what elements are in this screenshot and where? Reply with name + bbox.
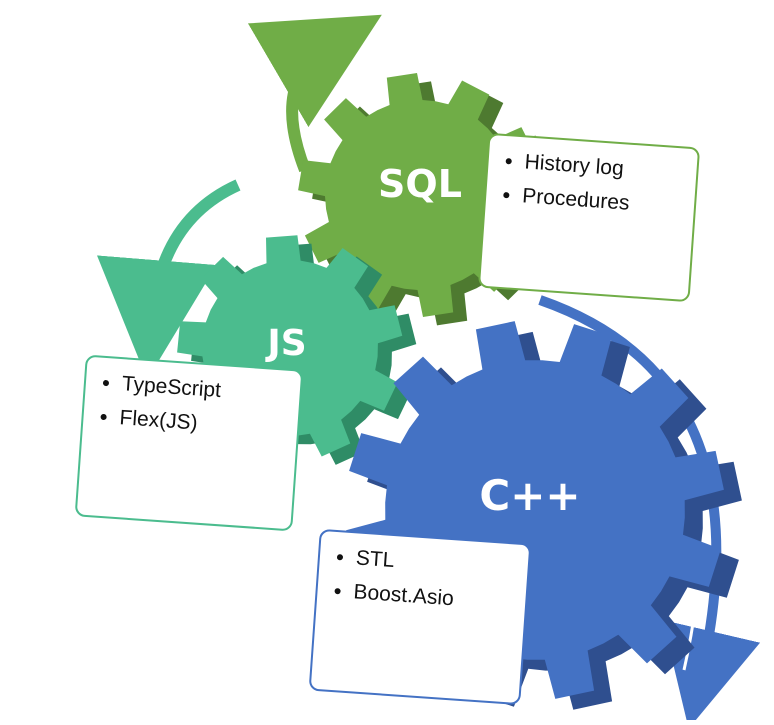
js-rotation-arrow	[96, 179, 241, 380]
cpp-rotation-arrow-outer	[538, 295, 761, 725]
js-items-box: TypeScript Flex(JS)	[74, 354, 304, 532]
sql-rotation-arrow	[247, 14, 382, 173]
cpp-items-box: STL Boost.Asio	[308, 528, 532, 706]
js-gear-label: JS	[264, 323, 306, 364]
sql-gear-label: SQL	[378, 162, 462, 206]
sql-items-box: History log Procedures	[477, 132, 701, 303]
cpp-gear-label: C++	[479, 471, 580, 520]
